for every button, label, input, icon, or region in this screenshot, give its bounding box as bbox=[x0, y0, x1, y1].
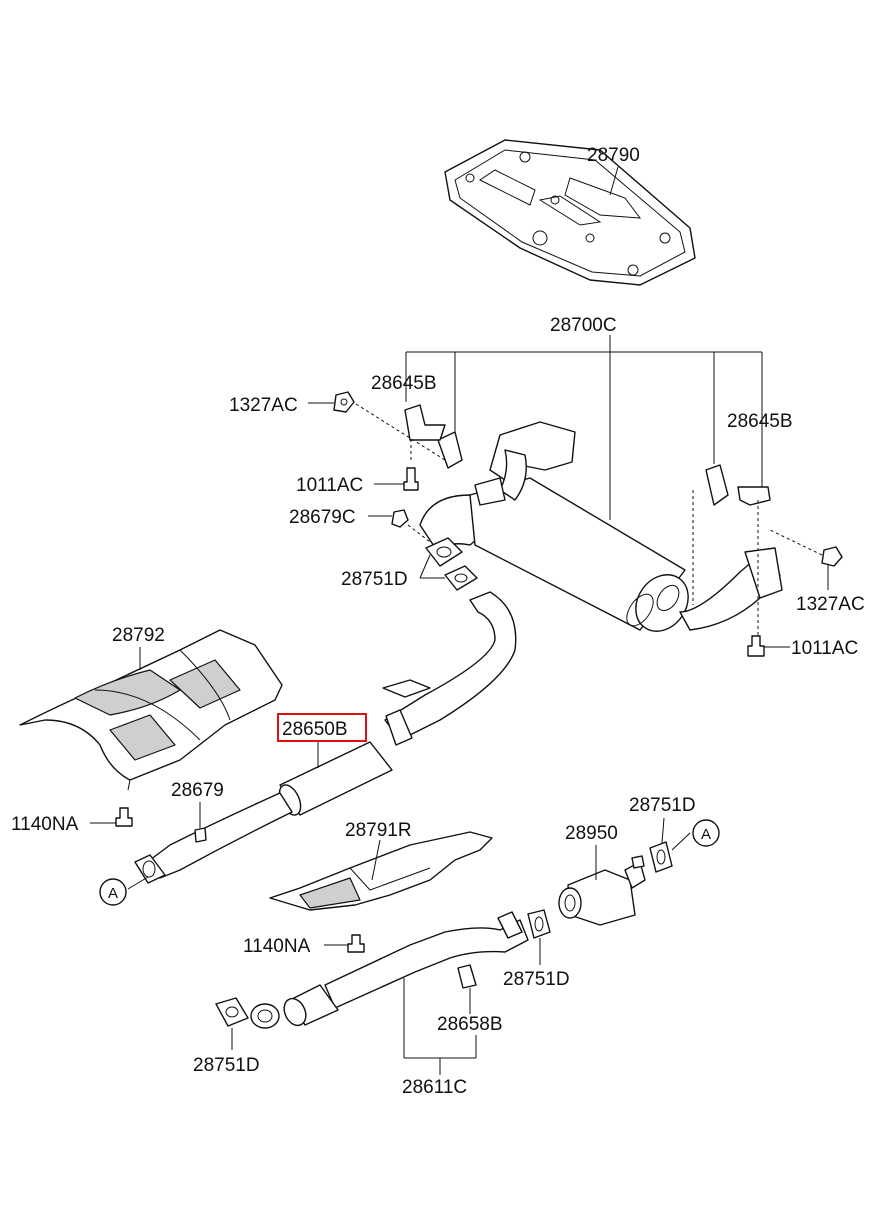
label-28658B: 28658B bbox=[437, 1014, 503, 1035]
highlight-box-28650B bbox=[277, 713, 367, 742]
label-1327AC-right: 1327AC bbox=[796, 594, 865, 615]
nut-1327AC-right bbox=[821, 546, 843, 567]
label-28790: 28790 bbox=[587, 145, 640, 166]
label-28679C: 28679C bbox=[289, 507, 356, 528]
nut-28679C bbox=[391, 509, 409, 528]
label-1140NA-left: 1140NA bbox=[11, 814, 79, 835]
center-muffler-28650B bbox=[134, 591, 517, 884]
ref-circle-right-label: A bbox=[701, 826, 711, 843]
heat-shield-28790 bbox=[444, 139, 696, 286]
muffler-assembly-28700C bbox=[404, 404, 783, 632]
ref-circle-left bbox=[99, 878, 127, 906]
label-28751D-upper: 28751D bbox=[341, 569, 408, 590]
label-28950: 28950 bbox=[565, 823, 618, 844]
label-1011AC-right: 1011AC bbox=[791, 638, 858, 659]
label-28751D-mid: 28751D bbox=[503, 969, 570, 990]
bolt-1140NA-left bbox=[115, 807, 133, 827]
ref-circle-right bbox=[692, 819, 720, 847]
gasket-28751D-right bbox=[649, 841, 673, 873]
label-28611C: 28611C bbox=[402, 1077, 467, 1098]
bolt-1011AC-left bbox=[403, 467, 419, 491]
label-28645B-right: 28645B bbox=[727, 411, 793, 432]
label-1140NA-center: 1140NA bbox=[243, 936, 311, 957]
label-1011AC-left: 1011AC bbox=[296, 475, 363, 496]
label-28645B-left: 28645B bbox=[371, 373, 437, 394]
label-28791R: 28791R bbox=[345, 820, 412, 841]
label-28751D-right: 28751D bbox=[629, 795, 696, 816]
label-1327AC-left: 1327AC bbox=[229, 395, 298, 416]
catalytic-converter-28950 bbox=[558, 855, 646, 926]
bolt-1011AC-right bbox=[747, 635, 765, 657]
gasket-28751D-mid bbox=[527, 909, 551, 939]
nut-1327AC-left bbox=[333, 391, 355, 413]
heat-shield-28791R bbox=[269, 831, 493, 911]
label-28700C: 28700C bbox=[550, 315, 617, 336]
heat-shield-28792 bbox=[19, 629, 283, 791]
label-28751D-bottom: 28751D bbox=[193, 1055, 260, 1076]
ref-circle-left-label: A bbox=[108, 885, 118, 902]
gasket-28751D-bottom bbox=[215, 997, 249, 1027]
label-28679: 28679 bbox=[171, 780, 224, 801]
bolt-1140NA-center bbox=[347, 934, 365, 953]
front-pipe-28611C bbox=[250, 911, 529, 1029]
gasket-28751D-upper bbox=[425, 537, 478, 591]
right-hanger-28645B bbox=[705, 464, 771, 506]
label-28650B: 28650B bbox=[282, 719, 348, 740]
label-28792: 28792 bbox=[112, 625, 165, 646]
